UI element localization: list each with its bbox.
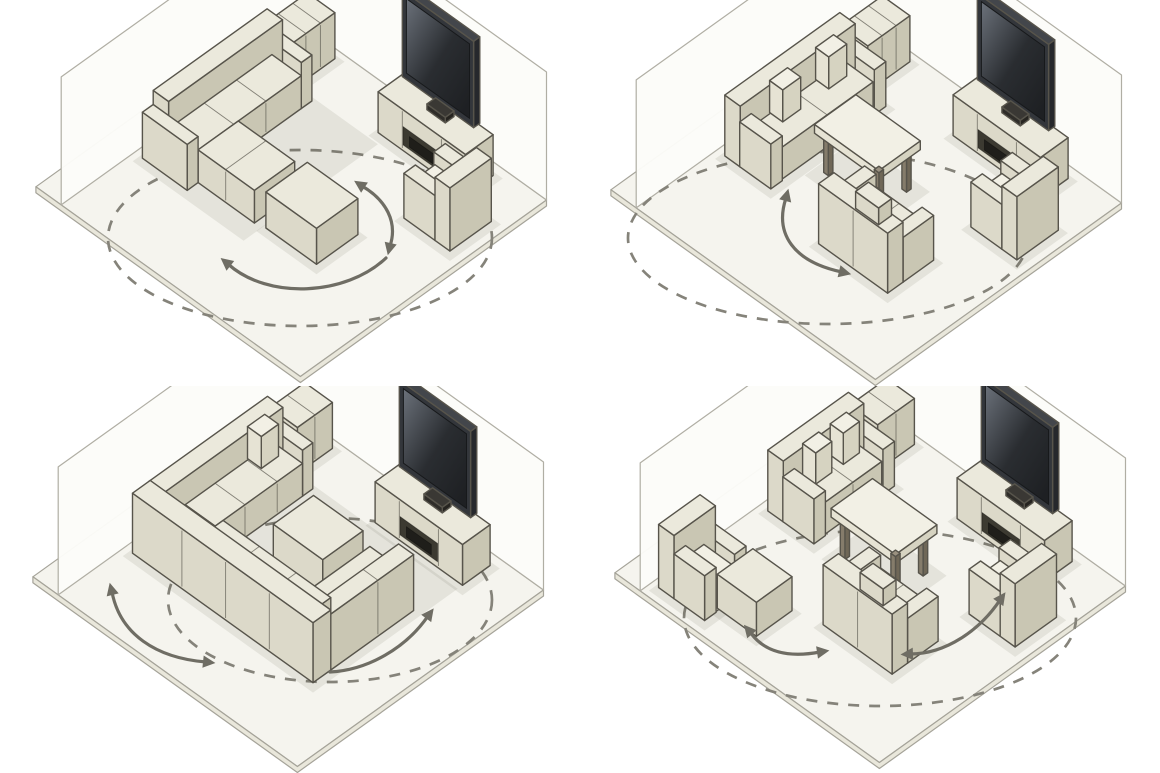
room-illustration-1 — [35, 0, 548, 384]
arrowhead — [421, 608, 434, 623]
arrowhead — [993, 592, 1006, 607]
armchair — [970, 151, 1059, 261]
loveseat — [817, 165, 935, 294]
circulation-arrow — [220, 256, 388, 291]
ottoman — [716, 548, 793, 637]
u-sectional-layout — [32, 386, 545, 773]
arrowhead — [816, 646, 830, 659]
sofa-loveseat-armchair-layout — [610, 0, 1123, 386]
coffee-table — [813, 94, 921, 213]
arrowhead — [220, 258, 235, 271]
floor-slab-edge — [610, 189, 1123, 386]
arrowhead — [743, 624, 757, 639]
arrowhead — [837, 265, 852, 278]
room-quadrant-3 — [0, 386, 580, 773]
arrowhead — [354, 180, 368, 193]
arrowhead — [779, 188, 792, 203]
circulation-arrow — [743, 624, 830, 659]
room-illustration-4 — [614, 386, 1127, 770]
circulation-arrow — [328, 608, 434, 674]
circulation-arrow — [900, 592, 1006, 660]
circulation-dashed-loop — [106, 148, 494, 328]
media-console-tv — [374, 386, 491, 586]
circulation-arrow — [354, 180, 397, 256]
floor-slab-edge — [35, 186, 548, 384]
l-sectional-chaise-layout — [35, 0, 548, 384]
floor-slab-edge — [614, 572, 1127, 770]
circulation-arrow — [779, 188, 852, 278]
coffee-table — [830, 477, 938, 597]
arrowhead — [106, 582, 119, 597]
circulation-arrow — [106, 582, 216, 668]
sectional-sofa — [141, 8, 313, 224]
arrowhead — [900, 647, 914, 660]
coffee-table-shadow — [821, 522, 947, 613]
room-illustration-2 — [610, 0, 1123, 386]
room-illustration-3 — [32, 386, 545, 773]
floor-slab-edge — [32, 576, 545, 773]
armchair — [403, 142, 492, 252]
room-quadrant-4 — [580, 386, 1160, 773]
arrowhead — [384, 241, 397, 256]
loveseat — [822, 546, 939, 675]
sofa-two-armchairs-layout — [614, 386, 1127, 770]
room-quadrant-2 — [580, 0, 1160, 386]
ottoman — [265, 161, 359, 265]
u-sectional-sofa — [131, 395, 415, 684]
room-quadrant-1 — [0, 0, 580, 386]
arrowhead — [202, 655, 216, 668]
